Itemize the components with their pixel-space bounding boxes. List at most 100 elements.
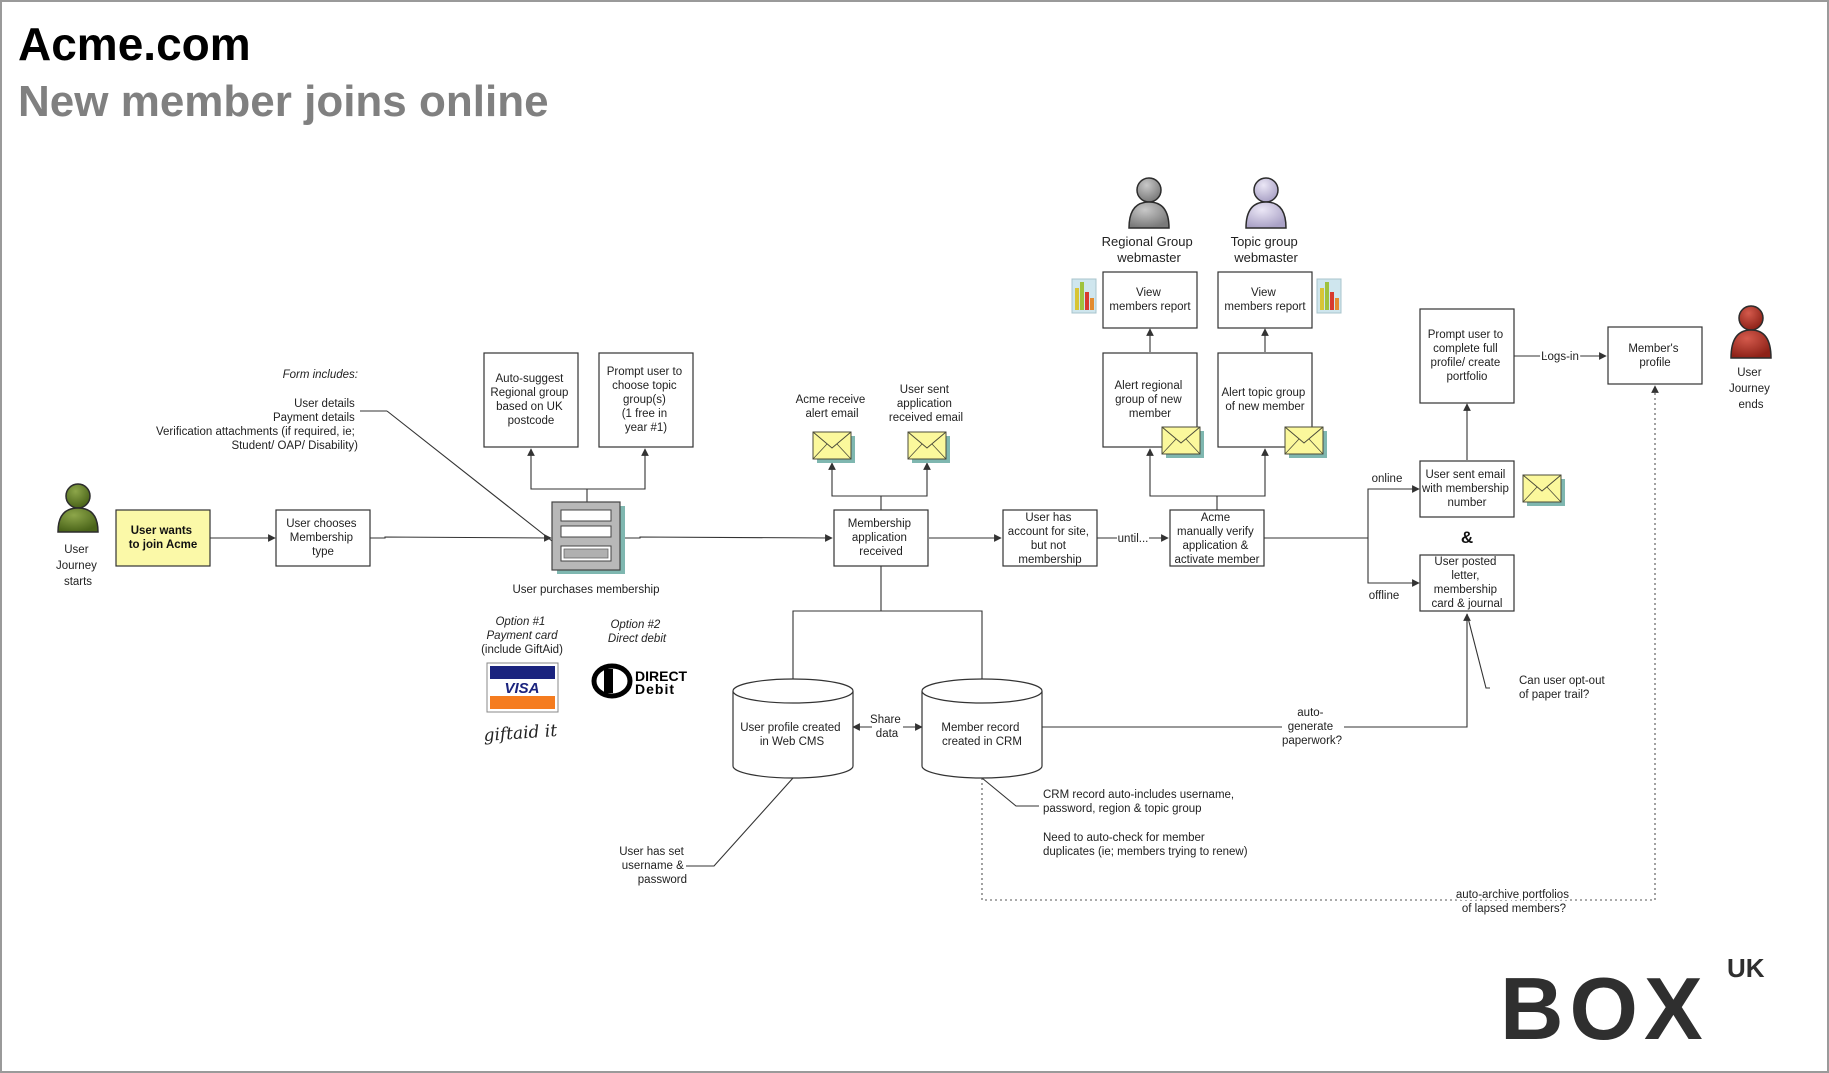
actor-topic-label: Topic group webmaster <box>1231 234 1302 265</box>
web-form-icon <box>551 501 625 574</box>
person-icon <box>1245 177 1287 229</box>
option1-label: Option #1 Payment card <box>487 616 559 642</box>
report-chart-icon <box>1316 278 1342 314</box>
node-received-text: Membership application received <box>848 518 914 558</box>
envelope-icon <box>812 431 855 463</box>
arrow-received-to-crm <box>881 610 986 691</box>
dotted-archive-line <box>981 385 1659 901</box>
arrow-received-to-user-email <box>881 462 931 497</box>
online-label: online <box>1372 473 1403 485</box>
arrow-received-to-cms <box>789 566 882 691</box>
box-sent-email <box>1419 460 1515 518</box>
node-account-text: User has account for site, but not membe… <box>1008 512 1092 566</box>
callout-opt-out <box>1466 613 1490 689</box>
node-chooses-text: User chooses Membership type <box>286 518 360 558</box>
direct-debit-logo: DIRECT Debit <box>591 663 688 699</box>
box-logo: BOX <box>1500 959 1709 1058</box>
node-prompt-profile-text: Prompt user to complete full profile/ cr… <box>1428 329 1507 383</box>
box-prompt-topic <box>598 352 694 448</box>
node-alert-regional-text: Alert regional group of new member <box>1115 380 1186 420</box>
arrow-form-to-prompt-topic <box>587 448 649 490</box>
and-label: & <box>1461 528 1473 547</box>
opt-out-label: Can user opt-out of paper trail? <box>1519 675 1608 701</box>
envelope-icon <box>1284 426 1327 458</box>
callout-form-b <box>386 410 553 542</box>
form-includes-items: User details Payment details Verificatio… <box>156 398 358 452</box>
box-manual-verify <box>1169 509 1265 567</box>
form-includes-title: Form includes: <box>283 369 358 381</box>
page-title: Acme.com <box>18 18 251 70</box>
database-icon <box>921 678 1043 779</box>
crm-note-2: Need to auto-check for member duplicates… <box>1043 832 1248 858</box>
callout-username <box>686 777 794 867</box>
arrow-received-to-acme-alert <box>828 462 882 510</box>
box-view-topic-report <box>1217 271 1313 329</box>
until-label: until... <box>1118 533 1149 545</box>
arrow-verify-to-alert-topic <box>1217 448 1269 497</box>
node-verify-text: Acme manually verify application & activ… <box>1174 512 1259 566</box>
arrow-autogenerate-to-posted <box>1344 613 1471 728</box>
arrow-verify-to-alert-regional <box>1146 448 1218 510</box>
envelope-icon <box>907 431 950 463</box>
person-icon <box>1730 305 1772 359</box>
box-prompt-profile <box>1419 308 1515 404</box>
person-icon <box>57 483 99 533</box>
page-subtitle: New member joins online <box>18 77 549 126</box>
envelope-icon <box>1522 474 1565 506</box>
username-note: User has set username & password <box>619 846 687 886</box>
node-members-profile-text: Member's profile <box>1628 343 1681 369</box>
node-prompt-topic-text: Prompt user to choose topic group(s) (1 … <box>607 366 686 434</box>
option1-note: (include GiftAid) <box>481 644 563 656</box>
direct-debit-text-1: DIRECT <box>635 668 688 684</box>
node-view-regional-text: View members report <box>1109 287 1191 313</box>
node-posted-text: User posted letter, membership card & jo… <box>1432 556 1503 610</box>
report-chart-icon <box>1071 278 1097 314</box>
node-alert-topic-text: Alert topic group of new member <box>1222 387 1309 413</box>
actor-start-label: User Journey starts <box>56 544 100 588</box>
user-email-label: User sent application received email <box>889 384 963 424</box>
arrow-offline <box>1367 538 1420 587</box>
visa-logo-text: VISA <box>504 680 539 697</box>
node-wants-text: User wants to join Acme <box>129 525 198 551</box>
connectors <box>210 328 1659 901</box>
callout-crm-note <box>981 777 1039 807</box>
visa-logo: VISA <box>486 662 559 713</box>
acme-alert-label: Acme receive alert email <box>796 394 869 420</box>
node-view-topic-text: View members report <box>1224 287 1306 313</box>
actor-regional-label: Regional Group webmaster <box>1102 234 1197 265</box>
archive-label: auto-archive portfolios of lapsed member… <box>1456 889 1572 915</box>
option2-label: Option #2 Direct debit <box>608 619 667 645</box>
box-view-regional-report <box>1102 271 1198 329</box>
envelope-icon <box>1161 426 1204 458</box>
offline-label: offline <box>1369 590 1399 602</box>
logs-in-label: Logs-in <box>1541 351 1579 363</box>
node-cms-text: User profile created in Web CMS <box>740 722 844 748</box>
actor-end-label: User Journey ends <box>1729 367 1773 411</box>
arrow-form-to-received <box>624 534 833 542</box>
process-boxes <box>115 271 1703 612</box>
share-data-label: Share data <box>870 714 904 740</box>
box-chooses-membership <box>275 509 371 567</box>
giftaid-logo: giftaid it <box>483 721 558 746</box>
database-icon <box>732 678 854 779</box>
box-members-profile <box>1607 326 1703 385</box>
box-account-no-membership <box>1002 509 1098 567</box>
node-autosuggest-text: Auto-suggest Regional group based on UK … <box>490 373 571 427</box>
direct-debit-text-2: Debit <box>635 681 675 697</box>
arrow-online <box>1367 485 1420 538</box>
arrow-chooses-to-form <box>370 534 552 542</box>
box-posted-letter <box>1419 554 1515 612</box>
box-logo-uk: UK <box>1727 953 1765 983</box>
auto-generate-label: auto- generate paperwork? <box>1282 707 1342 747</box>
node-sent-email-text: User sent email with membership number <box>1421 469 1512 509</box>
node-purchases-text: User purchases membership <box>512 584 659 596</box>
box-auto-suggest <box>483 352 579 448</box>
node-crm-text: Member record created in CRM <box>941 722 1022 748</box>
crm-note-1: CRM record auto-includes username, passw… <box>1043 789 1237 815</box>
box-application-received <box>833 509 929 567</box>
arrow-form-to-autosuggest <box>527 448 588 503</box>
box-wants-to-join <box>115 509 211 567</box>
